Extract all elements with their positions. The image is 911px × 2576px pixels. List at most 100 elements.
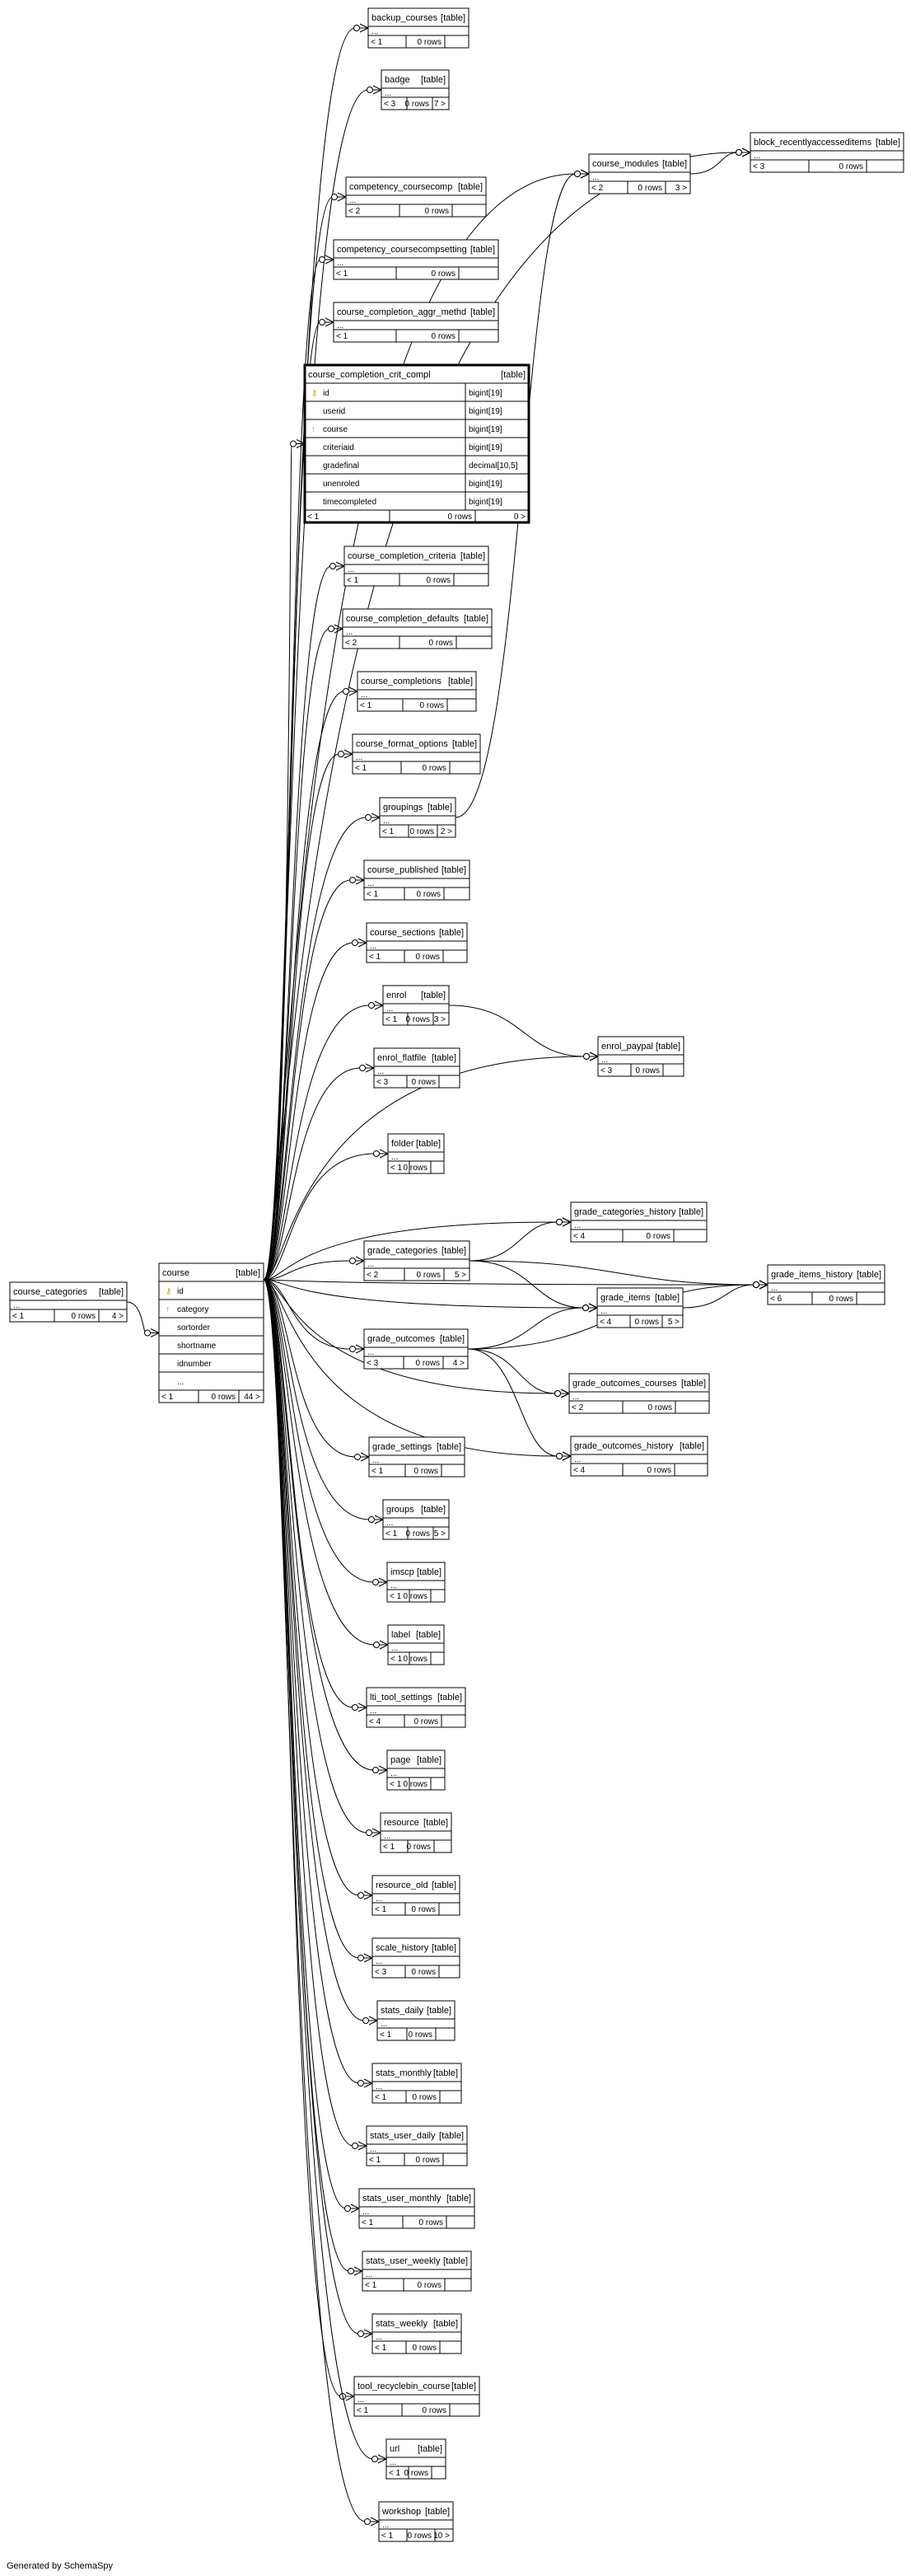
table-course-completion-aggr-methd[interactable]: course_completion_aggr_methd[table]...< …: [333, 302, 499, 343]
parents-count[interactable]: < 1: [369, 2156, 381, 2165]
children-count[interactable]: 4 >: [453, 1359, 465, 1368]
parents-count[interactable]: < 1: [336, 269, 348, 279]
parents-count[interactable]: < 1: [367, 890, 379, 899]
children-count[interactable]: 10 >: [433, 2532, 450, 2541]
parents-count[interactable]: < 1: [389, 2469, 401, 2478]
parents-count[interactable]: < 2: [345, 639, 357, 648]
parents-count[interactable]: < 1: [371, 38, 383, 47]
parents-count[interactable]: < 1: [381, 2532, 394, 2541]
children-count[interactable]: 5 >: [668, 1318, 680, 1327]
children-count[interactable]: 3 >: [675, 184, 687, 193]
parents-count[interactable]: < 1: [385, 1015, 398, 1024]
children-count[interactable]: 2 >: [441, 827, 452, 836]
children-count[interactable]: 5 >: [434, 1529, 446, 1539]
parents-count[interactable]: < 1: [390, 1592, 402, 1601]
parents-count[interactable]: < 1: [355, 764, 367, 773]
parents-count[interactable]: < 1: [385, 1529, 398, 1539]
parents-count[interactable]: < 1: [307, 513, 320, 522]
parents-count[interactable]: < 1: [369, 953, 381, 962]
parents-count[interactable]: < 2: [367, 1271, 379, 1280]
parents-count[interactable]: < 1: [375, 2344, 387, 2353]
parents-count[interactable]: < 1: [371, 1467, 384, 1476]
parents-count[interactable]: < 1: [390, 1780, 402, 1789]
table-competency-coursecompsetting[interactable]: competency_coursecompsetting[table]...< …: [333, 239, 499, 280]
parents-count[interactable]: < 1: [365, 2281, 377, 2290]
parents-count[interactable]: < 1: [12, 1312, 25, 1321]
parents-count[interactable]: < 4: [600, 1318, 612, 1327]
parents-count[interactable]: < 3: [753, 162, 765, 171]
children-count[interactable]: 7 >: [434, 100, 446, 109]
parents-count[interactable]: < 3: [375, 1968, 387, 1977]
parents-count[interactable]: < 1: [375, 1905, 387, 1914]
parents-count[interactable]: < 1: [360, 701, 372, 710]
children-count[interactable]: 4 >: [112, 1312, 124, 1321]
table-course[interactable]: course[table]⚷id↑categorysortordershortn…: [158, 1262, 264, 1403]
parents-count[interactable]: < 2: [348, 207, 361, 216]
parents-count[interactable]: < 1: [380, 2030, 392, 2040]
parents-count[interactable]: < 1: [383, 1843, 395, 1852]
parents-count[interactable]: < 1: [390, 1655, 403, 1664]
parents-count[interactable]: < 2: [591, 184, 604, 193]
table-block-recentlyaccesseditems[interactable]: block_recentlyaccesseditems[table]...< 3…: [750, 132, 904, 173]
parents-count[interactable]: < 4: [573, 1232, 586, 1241]
parents-count[interactable]: < 3: [384, 100, 396, 109]
parents-count[interactable]: < 3: [600, 1066, 613, 1075]
parents-count[interactable]: < 1: [390, 1164, 403, 1173]
parents-count[interactable]: < 2: [572, 1403, 584, 1412]
children-count[interactable]: 3 >: [434, 1015, 446, 1024]
parents-count[interactable]: < 6: [770, 1295, 783, 1304]
parents-count[interactable]: < 1: [382, 827, 395, 836]
children-count[interactable]: 0 >: [514, 513, 526, 522]
parents-count[interactable]: < 1: [161, 1393, 174, 1402]
parents-count[interactable]: < 1: [357, 2406, 369, 2415]
children-count[interactable]: 44 >: [244, 1393, 260, 1402]
parents-count[interactable]: < 1: [336, 332, 348, 341]
parents-count[interactable]: < 1: [362, 2218, 374, 2227]
parents-count[interactable]: < 3: [376, 1078, 389, 1087]
parents-count[interactable]: < 1: [347, 576, 359, 585]
children-count[interactable]: 5 >: [455, 1271, 466, 1280]
parents-count[interactable]: < 1: [375, 2093, 387, 2102]
parents-count[interactable]: < 4: [369, 1717, 381, 1726]
